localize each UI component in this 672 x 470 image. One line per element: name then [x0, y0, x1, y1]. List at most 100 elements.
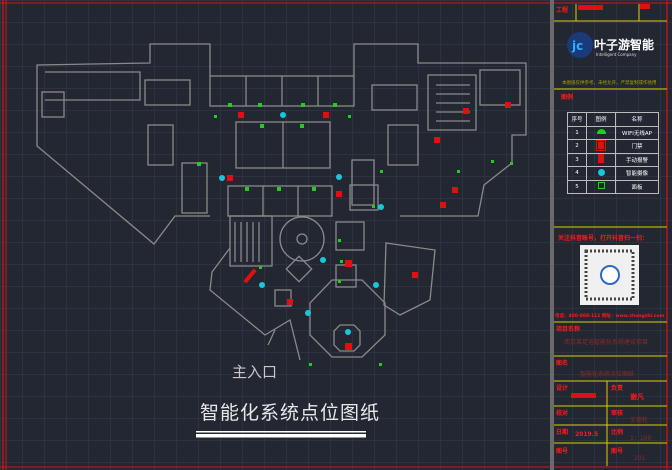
left-wing-wall	[36, 43, 211, 245]
wifi-ap-icon	[457, 170, 460, 173]
camera-icon	[378, 204, 384, 210]
table-set	[335, 264, 357, 288]
qr-caption: 关注抖音账号，打开抖音扫一扫：	[558, 235, 649, 242]
legend-row: 5 面板	[567, 179, 659, 194]
door-access-icon	[287, 299, 293, 305]
panel-icon	[597, 182, 605, 190]
drawing-name: 智能化系统点位图纸	[580, 371, 635, 378]
door-access-icon	[238, 112, 244, 118]
legend-header: 序号 图例 名称	[567, 112, 659, 127]
wifi-ap-icon	[379, 363, 382, 366]
door-access-icon	[596, 139, 606, 151]
legend-heading: 图例	[561, 94, 574, 101]
legend-name: WIFI无线AP	[615, 125, 659, 140]
spiral-stair	[279, 216, 325, 262]
wifi-ap-icon	[380, 170, 383, 173]
center-rooms-right	[351, 159, 375, 206]
left-stair	[41, 91, 65, 118]
camera-icon	[219, 175, 225, 181]
sheet-label-2: 图号	[611, 448, 624, 455]
panel-icon	[197, 162, 201, 166]
sheet-value: 201	[634, 455, 646, 462]
center-rooms-bottom	[227, 185, 333, 217]
owner-value: 谢凡	[630, 393, 644, 401]
right-seating	[427, 74, 477, 131]
camera-icon	[320, 257, 326, 263]
logo-icon	[567, 32, 593, 58]
left-wing-room	[45, 71, 141, 101]
scale-label: 比例	[611, 429, 624, 436]
legend-header-icon: 图例	[586, 112, 616, 127]
left-stair-2	[147, 124, 174, 166]
door-access-icon	[336, 191, 342, 197]
date-value: 2019.5	[575, 431, 599, 438]
designer-value	[571, 393, 596, 398]
wifi-ap-icon	[596, 129, 606, 135]
wifi-ap-icon	[491, 160, 494, 163]
svg-text:jc: jc	[571, 39, 583, 53]
panel-icon	[277, 187, 281, 191]
project-label: 项目名称	[556, 326, 581, 333]
door-access-icon	[463, 108, 469, 114]
logo-name: 叶子游智能	[594, 38, 655, 52]
panel-icon	[333, 103, 337, 107]
contact-info: 电话：400-888-111 网址：www.zhongzhi.com	[555, 314, 665, 319]
legend-no: 1	[567, 125, 587, 140]
right-stair	[387, 124, 419, 166]
legend-header-no: 序号	[567, 112, 587, 127]
camera-icon	[305, 310, 311, 316]
logo-subtitle: Intelligent Company	[596, 52, 637, 57]
alarm-button-icon	[505, 102, 511, 108]
drawing-label: 图名	[556, 360, 569, 367]
door-access-icon	[345, 343, 352, 350]
right-wing-wall	[353, 43, 527, 217]
panel-icon	[228, 103, 232, 107]
approve-value: 王德轮	[630, 417, 649, 424]
right-elevator	[371, 84, 418, 111]
lobby-right-room	[383, 242, 436, 316]
legend-name: 智能摄像	[615, 166, 659, 181]
scale-value: 1：100	[630, 435, 652, 442]
lounge-table	[285, 255, 313, 283]
top-tag: 工程	[556, 7, 569, 14]
owner-label: 负责	[611, 385, 624, 392]
title-block-frame: jc	[550, 0, 668, 470]
panel-icon	[258, 103, 262, 107]
wifi-ap-icon	[338, 280, 341, 283]
wifi-ap-icon	[340, 260, 343, 263]
entrance-leader	[267, 329, 276, 346]
alarm-button-icon	[434, 137, 440, 143]
door-access-icon	[440, 202, 446, 208]
right-room	[479, 69, 521, 106]
wifi-ap-icon	[259, 266, 262, 269]
legend-no: 2	[567, 139, 587, 154]
approve-label: 审核	[611, 410, 624, 417]
wifi-ap-icon	[338, 239, 341, 242]
legend-row: 2 门禁	[567, 139, 659, 154]
panel-icon	[300, 124, 304, 128]
legend-header-name: 名称	[615, 112, 659, 127]
legend-name: 门禁	[615, 139, 659, 154]
lounge-table-2	[274, 289, 292, 307]
wifi-ap-icon	[372, 205, 375, 208]
panel-icon	[312, 187, 316, 191]
wifi-ap-icon	[348, 115, 351, 118]
door-access-icon	[323, 112, 329, 118]
camera-icon	[259, 282, 265, 288]
wifi-ap-icon	[214, 115, 217, 118]
legend-no: 3	[567, 152, 587, 167]
legend-no: 5	[567, 179, 587, 194]
main-stair	[229, 215, 273, 267]
legend-name: 面板	[615, 179, 659, 194]
display-icon	[243, 268, 257, 284]
left-rooms	[181, 162, 208, 214]
door-access-icon	[227, 175, 233, 181]
door-access-icon	[345, 260, 352, 267]
title-underline-thin	[196, 431, 366, 433]
check-label: 校对	[556, 410, 569, 417]
